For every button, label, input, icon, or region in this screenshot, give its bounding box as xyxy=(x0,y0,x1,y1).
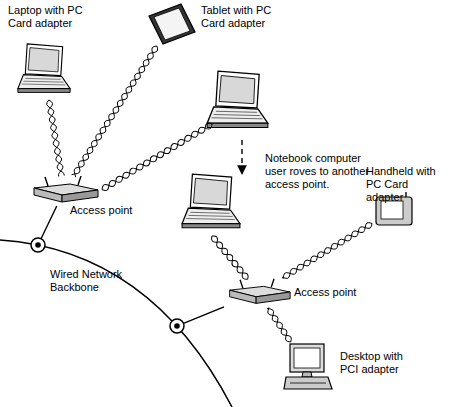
device-label: Wired Network Backbone xyxy=(50,268,130,294)
wireless-link xyxy=(282,223,372,279)
wired-link xyxy=(183,307,224,324)
access-point: Access point xyxy=(28,176,100,206)
handheld-device: Handheld with PC Card adapter xyxy=(372,192,416,228)
callout-note: Notebook computer user roves to another … xyxy=(265,152,385,191)
network-backbone: Wired Network Backbone xyxy=(0,225,250,407)
notebook-computer xyxy=(182,174,240,228)
device-label: Access point xyxy=(70,204,150,217)
wireless-link xyxy=(47,100,65,176)
device-icon xyxy=(224,278,292,308)
device-label: Laptop with PC Card adapter xyxy=(8,4,100,30)
backbone-outline xyxy=(0,225,250,407)
device-icon xyxy=(282,342,334,394)
wireless-link xyxy=(210,234,250,281)
device-label: Handheld with PC Card adapter xyxy=(366,165,446,204)
network-tap xyxy=(31,238,45,252)
tablet-device: Tablet with PC Card adapter xyxy=(145,2,197,46)
laptop-device: Laptop with PC Card adapter xyxy=(16,40,72,100)
roaming-arrow xyxy=(242,140,243,174)
wired-link xyxy=(41,206,57,239)
notebook-computer xyxy=(207,71,268,127)
desktop-device: Desktop with PCI adapter xyxy=(282,342,334,394)
device-icon xyxy=(28,176,100,206)
access-point: Access point xyxy=(224,278,292,308)
device-icon xyxy=(145,2,197,46)
device-label: Access point xyxy=(294,286,374,299)
backbone-cable xyxy=(0,240,232,407)
device-label: Tablet with PC Card adapter xyxy=(201,4,293,30)
device-icon xyxy=(16,40,72,100)
device-label: Desktop with PCI adapter xyxy=(340,350,418,376)
wireless-link xyxy=(267,307,291,342)
network-tap xyxy=(170,319,184,333)
wireless-link xyxy=(101,121,214,192)
wireless-link xyxy=(72,46,158,177)
